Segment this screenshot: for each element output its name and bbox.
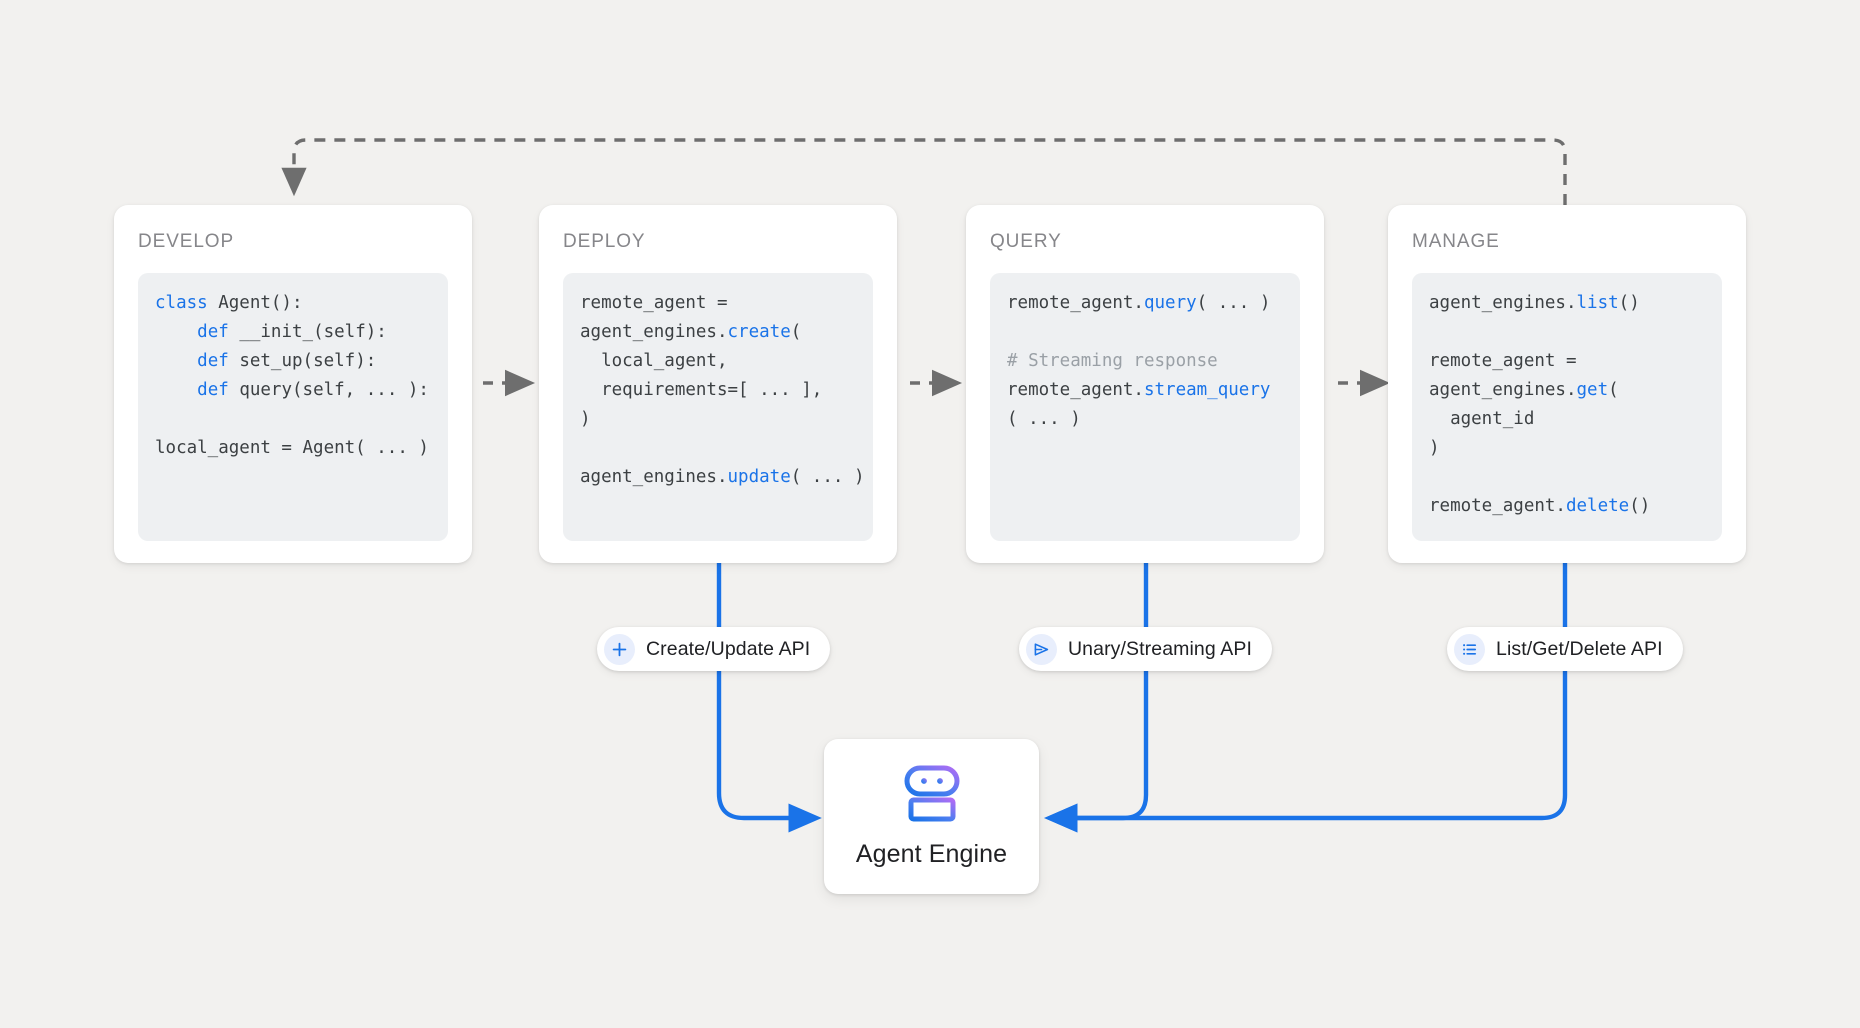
feedback-loop-edge bbox=[281, 138, 1567, 205]
api-pill-label: Unary/Streaming API bbox=[1068, 637, 1252, 660]
api-pill-label: List/Get/Delete API bbox=[1496, 637, 1663, 660]
list-icon bbox=[1454, 633, 1485, 665]
agent-engine-label: Agent Engine bbox=[855, 839, 1008, 868]
stage-title-query: QUERY bbox=[990, 231, 1062, 252]
stage-card-deploy[interactable]: DEPLOY remote_agent = agent_engines.crea… bbox=[539, 205, 897, 563]
api-pill-list-get-delete[interactable]: List/Get/Delete API bbox=[1447, 627, 1683, 671]
manage-to-engine-edge bbox=[1044, 563, 1568, 833]
query-to-engine-edge bbox=[1044, 563, 1149, 833]
stage-card-manage[interactable]: MANAGE agent_engines.list() remote_agent… bbox=[1388, 205, 1746, 563]
stage-code-deploy: remote_agent = agent_engines.create( loc… bbox=[563, 273, 873, 541]
agent-engine-node[interactable]: Agent Engine bbox=[824, 739, 1039, 894]
plus-icon bbox=[604, 633, 635, 665]
api-pill-create-update[interactable]: Create/Update API bbox=[597, 627, 831, 671]
stage-card-develop[interactable]: DEVELOP class Agent(): def __init_(self)… bbox=[114, 205, 472, 563]
stage-card-query[interactable]: QUERY remote_agent.query( ... ) # Stream… bbox=[966, 205, 1324, 563]
stage-title-develop: DEVELOP bbox=[138, 231, 235, 252]
api-pill-label: Create/Update API bbox=[646, 637, 811, 660]
deploy-to-engine-edge bbox=[716, 563, 822, 833]
send-triangle-icon bbox=[1026, 633, 1057, 665]
robot-icon bbox=[900, 765, 964, 827]
stage-code-manage: agent_engines.list() remote_agent = agen… bbox=[1412, 273, 1722, 541]
stage-title-manage: MANAGE bbox=[1412, 231, 1500, 252]
api-pill-unary-streaming[interactable]: Unary/Streaming API bbox=[1019, 627, 1272, 671]
stage-code-develop: class Agent(): def __init_(self): def se… bbox=[138, 273, 448, 541]
stage-title-deploy: DEPLOY bbox=[563, 231, 646, 252]
stage-code-query: remote_agent.query( ... ) # Streaming re… bbox=[990, 273, 1300, 541]
